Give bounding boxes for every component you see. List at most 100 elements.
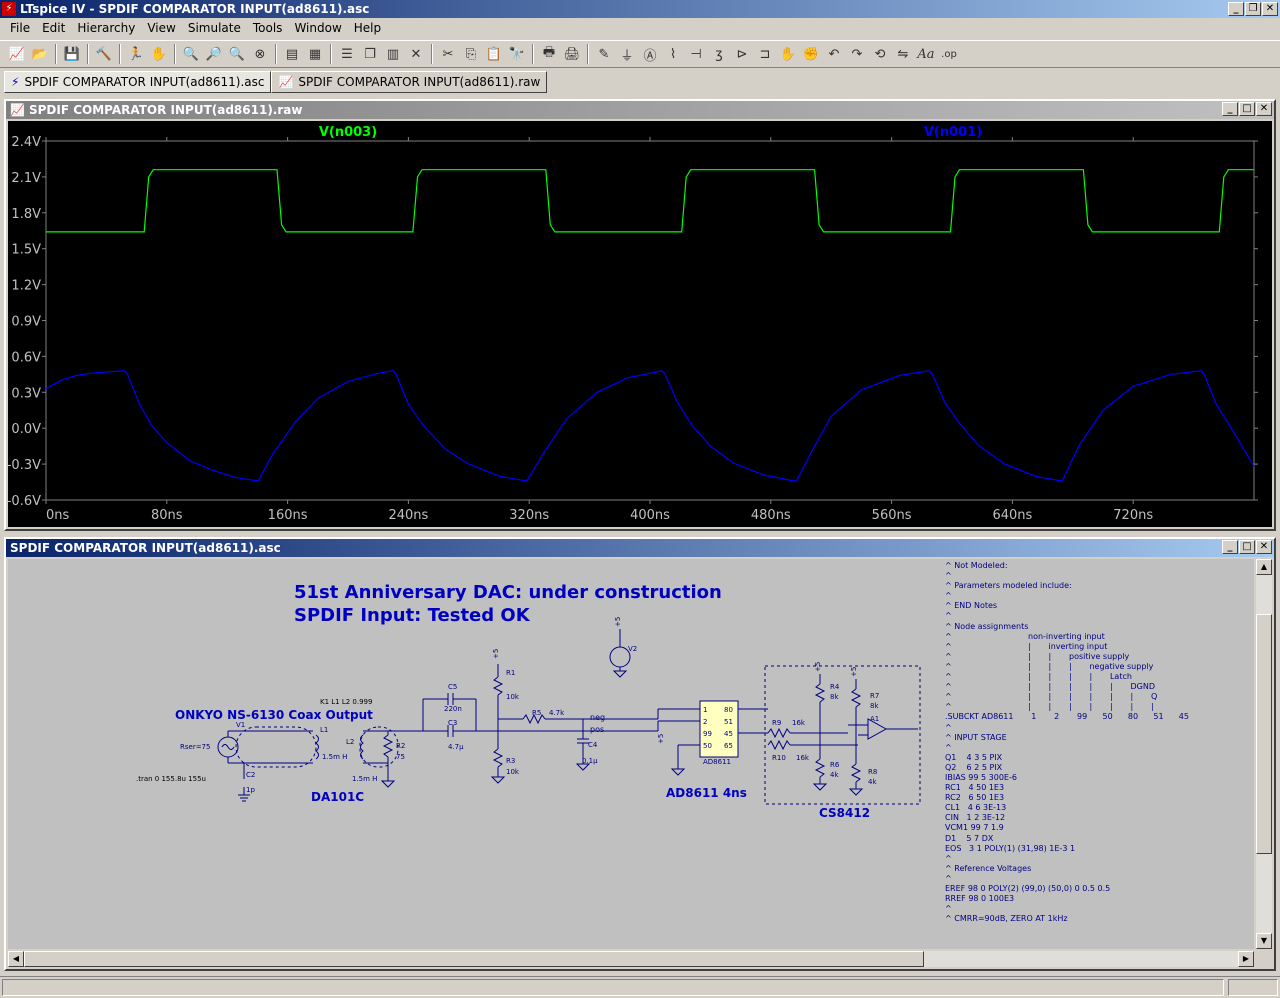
netlist-comment[interactable]: ^ Not Modeled:^^ Parameters modeled incl…	[945, 561, 1254, 924]
resistor-icon[interactable]: ⌇	[669, 46, 677, 62]
scroll-right-button[interactable]: ▶	[1238, 951, 1254, 967]
y-tick-label: 2.1V	[11, 171, 41, 186]
minimize-button[interactable]: _	[1228, 2, 1244, 16]
zoom-out-icon[interactable]: 🔍	[228, 46, 246, 62]
spice-directive-icon[interactable]: .op	[941, 48, 957, 60]
restore-button[interactable]: ❐	[1245, 2, 1261, 16]
window-title-bar[interactable]: ⚡ LTspice IV - SPDIF COMPARATOR INPUT(ad…	[0, 0, 1280, 18]
trace-label[interactable]: V(n003)	[319, 125, 377, 140]
close-all-icon[interactable]: ✕	[410, 46, 422, 62]
text-icon[interactable]: Aa	[917, 46, 935, 62]
waveform-maximize-button[interactable]: □	[1239, 102, 1255, 116]
scroll-left-button[interactable]: ◀	[8, 951, 24, 967]
schematic-vertical-scrollbar[interactable]: ▲ ▼	[1256, 559, 1272, 949]
diode-icon[interactable]: ⊳	[736, 46, 748, 62]
find-icon[interactable]: 🔭	[508, 46, 526, 62]
schematic-window-title-bar[interactable]: SPDIF COMPARATOR INPUT(ad8611).asc _ □ ✕	[6, 539, 1274, 557]
scroll-thumb-vertical[interactable]	[1256, 614, 1272, 854]
y-tick-label: 0.3V	[11, 386, 41, 401]
autorange-icon[interactable]: ▤	[285, 46, 299, 62]
zoom-in-icon[interactable]: 🔍	[182, 46, 200, 62]
print-icon[interactable]: 🖨	[563, 46, 581, 62]
headline-1: 51st Anniversary DAC: under construction	[294, 582, 722, 603]
schematic-minimize-button[interactable]: _	[1222, 540, 1238, 554]
waveform-plot[interactable]: 2.4V2.1V1.8V1.5V1.2V0.9V0.6V0.3V0.0V-0.3…	[8, 121, 1272, 527]
netlist-line: ^ Not Modeled:	[945, 561, 1008, 570]
scroll-thumb-horizontal[interactable]	[24, 951, 924, 967]
tile-vertical-icon[interactable]: ▥	[386, 46, 400, 62]
tab-schematic[interactable]: ⚡ SPDIF COMPARATOR INPUT(ad8611).asc	[4, 71, 272, 93]
move-icon[interactable]: ✋	[779, 46, 797, 62]
open-icon[interactable]: 📂	[31, 46, 49, 62]
label-net-icon[interactable]: Ⓐ	[643, 48, 657, 64]
component-icon[interactable]: ⊐	[759, 46, 771, 62]
tab-waveform[interactable]: 📈 SPDIF COMPARATOR INPUT(ad8611).raw	[271, 71, 548, 93]
svg-text:65: 65	[724, 742, 733, 750]
save-icon[interactable]: 💾	[63, 46, 81, 62]
netlist-line: ^ non-inverting input	[945, 631, 1105, 641]
grid-icon[interactable]: ▦	[308, 46, 322, 62]
ground-icon[interactable]: ⏚	[620, 48, 634, 64]
x-tick-label: 80ns	[151, 508, 183, 523]
inductor-icon[interactable]: ʒ	[715, 46, 723, 62]
halt-icon[interactable]: ✋	[150, 46, 168, 62]
menu-window[interactable]: Window	[294, 21, 342, 35]
schematic-close-button[interactable]: ✕	[1256, 540, 1272, 554]
undo-icon[interactable]: ↶	[828, 46, 840, 62]
trace-label[interactable]: V(n001)	[924, 125, 982, 140]
drag-icon[interactable]: ✊	[802, 46, 820, 62]
svg-text:4k: 4k	[868, 778, 877, 786]
menu-tools[interactable]: Tools	[252, 21, 283, 35]
control-panel-icon[interactable]: 🔨	[95, 46, 113, 62]
svg-text:16k: 16k	[792, 719, 806, 727]
schematic-horizontal-scrollbar[interactable]: ◀ ▶	[8, 951, 1254, 967]
copy-icon[interactable]: ⎘	[465, 46, 477, 62]
new-schematic-icon[interactable]: 📈	[8, 46, 26, 62]
menu-edit[interactable]: Edit	[42, 21, 66, 35]
menu-file[interactable]: File	[10, 21, 31, 35]
netlist-line: EREF 98 0 POLY(2) (99,0) (50,0) 0 0.5 0.…	[945, 884, 1111, 893]
mirror-icon[interactable]: ⇋	[897, 46, 909, 62]
svg-text:R4: R4	[830, 683, 840, 691]
cascade-icon[interactable]: ❐	[364, 46, 376, 62]
menu-hierarchy[interactable]: Hierarchy	[77, 21, 136, 35]
onkyo-label: ONKYO NS-6130 Coax Output	[175, 708, 373, 722]
menu-bar: File Edit Hierarchy View Simulate Tools …	[0, 18, 1280, 38]
svg-text:R8: R8	[868, 768, 877, 776]
pan-icon[interactable]: 🔎	[205, 46, 223, 62]
coupling-directive[interactable]: K1 L1 L2 0.999	[320, 698, 372, 706]
netlist-line: ^ | | | | Latch	[945, 672, 1132, 682]
run-icon[interactable]: 🏃	[127, 46, 145, 62]
wire-icon[interactable]: ✎	[598, 46, 610, 62]
redo-icon[interactable]: ↷	[851, 46, 863, 62]
paste-icon[interactable]: 📋	[485, 46, 503, 62]
cut-icon[interactable]: ✂	[442, 46, 454, 62]
svg-text:50: 50	[703, 742, 712, 750]
capacitor-icon[interactable]: ⊣	[690, 46, 702, 62]
waveform-window-title-bar[interactable]: 📈 SPDIF COMPARATOR INPUT(ad8611).raw _ □…	[6, 101, 1274, 119]
menu-simulate[interactable]: Simulate	[187, 21, 241, 35]
x-tick-label: 400ns	[630, 508, 670, 523]
close-button[interactable]: ✕	[1262, 2, 1278, 16]
menu-help[interactable]: Help	[353, 21, 382, 35]
svg-text:8k: 8k	[830, 693, 839, 701]
menu-view[interactable]: View	[147, 21, 176, 35]
svg-text:L2: L2	[346, 738, 354, 746]
y-tick-label: 0.6V	[11, 350, 41, 365]
waveform-minimize-button[interactable]: _	[1222, 102, 1238, 116]
scroll-down-button[interactable]: ▼	[1256, 933, 1272, 949]
tile-horizontal-icon[interactable]: ☰	[341, 46, 353, 62]
rotate-icon[interactable]: ⟲	[874, 46, 886, 62]
zoom-fit-icon[interactable]: ⊗	[254, 46, 266, 62]
scroll-up-button[interactable]: ▲	[1256, 559, 1272, 575]
tran-directive[interactable]: .tran 0 155.8u 155u	[136, 775, 206, 783]
netlist-line: ^ | inverting input	[945, 641, 1108, 651]
print-setup-icon[interactable]: 🖶	[542, 45, 556, 60]
ad8611-chip[interactable]	[699, 700, 739, 758]
schematic-maximize-button[interactable]: □	[1239, 540, 1255, 554]
waveform-close-button[interactable]: ✕	[1256, 102, 1272, 116]
trace-vn001	[45, 370, 1255, 482]
